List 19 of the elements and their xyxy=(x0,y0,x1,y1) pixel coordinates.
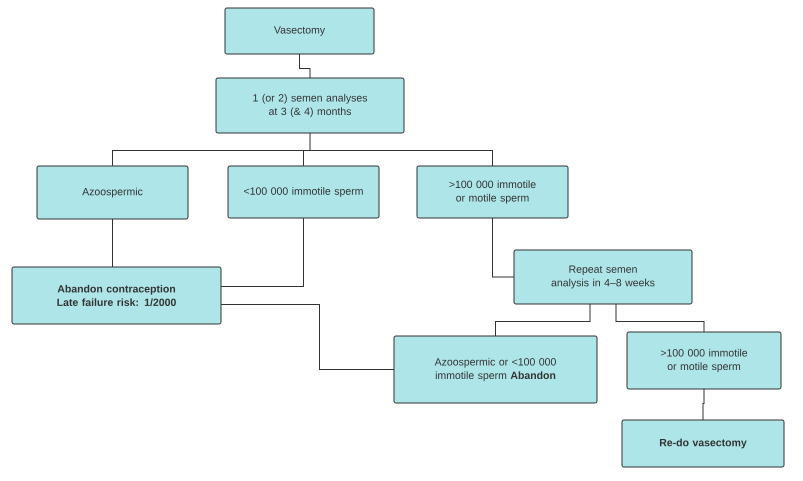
connector-line xyxy=(221,218,304,287)
process-box: 1 (or 2) semen analyses at 3 (& 4) months xyxy=(216,78,404,134)
process-box: Re-do vasectomy xyxy=(622,419,784,468)
connector-line xyxy=(221,304,394,370)
process-box: Vasectomy xyxy=(224,8,374,54)
connector-line xyxy=(495,304,590,336)
process-box: >100 000 immotile or motile sperm xyxy=(626,331,782,390)
process-box: Azoospermic or <100 000 immotile sperm Abandon xyxy=(394,335,598,404)
connector-line xyxy=(616,304,704,332)
process-box: >100 000 immotile or motile sperm xyxy=(416,165,568,218)
process-box: Abandon contraception Late failure risk: 1/2000 xyxy=(12,266,222,324)
process-box: Azoospermic xyxy=(36,165,188,220)
connector-line xyxy=(112,218,113,267)
connector-line xyxy=(310,132,493,166)
connector-line xyxy=(299,54,310,78)
connector-line xyxy=(492,218,514,278)
process-box: Repeat semen analysis in 4–8 weeks xyxy=(514,249,692,304)
process-box: <100 000 immotile sperm xyxy=(228,165,380,218)
connector-line xyxy=(702,388,704,420)
